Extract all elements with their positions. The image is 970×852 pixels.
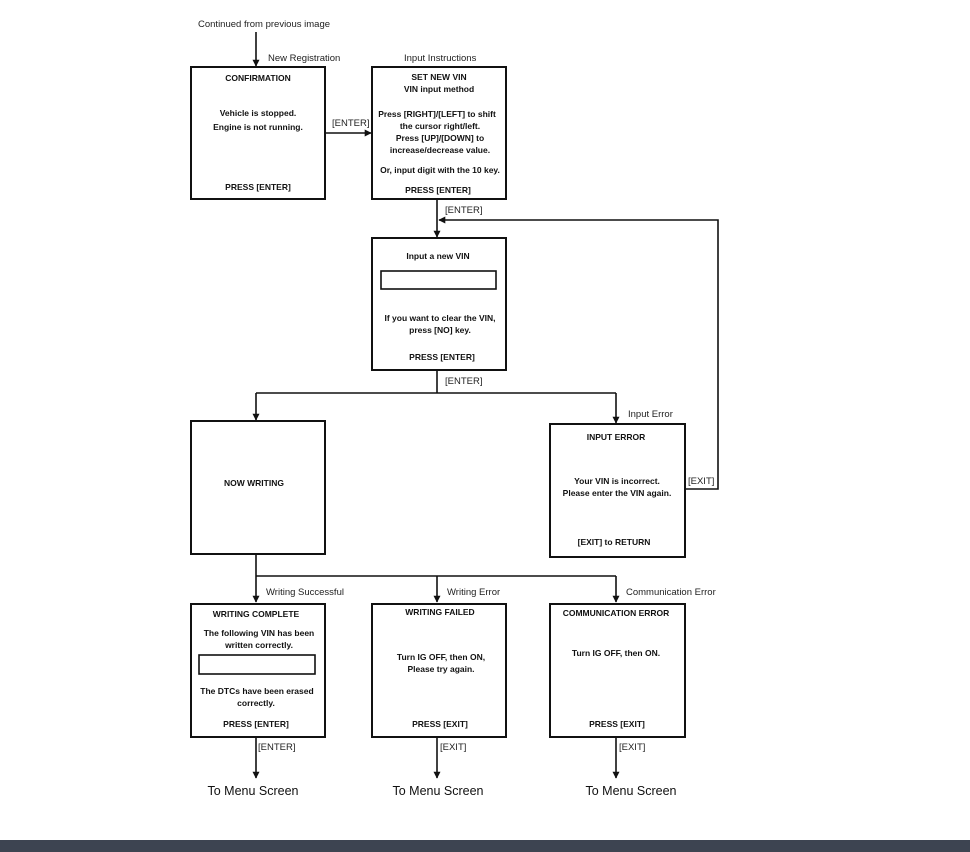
- input-error-line-1: Your VIN is incorrect.: [574, 476, 660, 486]
- confirmation-box: [190, 66, 326, 200]
- now-writing-title: NOW WRITING: [224, 478, 284, 488]
- screen-confirmation: CONFIRMATION Vehicle is stopped. Engine …: [190, 66, 326, 200]
- arrow-exit-loop-back: [438, 216, 719, 490]
- input-error-box: [549, 423, 686, 558]
- to-menu-screen-2: To Menu Screen: [392, 784, 483, 798]
- set-new-vin-line-3: Press [UP]/[DOWN] to: [396, 133, 484, 143]
- to-menu-screen-3: To Menu Screen: [585, 784, 676, 798]
- writing-complete-line-3: The DTCs have been erased: [200, 686, 313, 696]
- writing-complete-line-2: written correctly.: [224, 640, 293, 650]
- label-enter-bottom: [ENTER]: [258, 742, 295, 753]
- set-new-vin-line-5: Or, input digit with the 10 key.: [380, 165, 500, 175]
- communication-error-line-1: Turn IG OFF, then ON.: [572, 648, 660, 658]
- screen-input-error: INPUT ERROR Your VIN is incorrect. Pleas…: [549, 423, 686, 558]
- screen-writing-complete: WRITING COMPLETE The following VIN has b…: [190, 603, 326, 738]
- confirmation-line-2: Engine is not running.: [213, 122, 303, 132]
- writing-failed-line-1: Turn IG OFF, then ON,: [397, 652, 485, 662]
- set-new-vin-subtitle: VIN input method: [404, 84, 474, 94]
- writing-complete-line-1: The following VIN has been: [204, 628, 315, 638]
- bottom-bar: [0, 840, 970, 852]
- writing-complete-title: WRITING COMPLETE: [213, 609, 300, 619]
- label-enter-3: [ENTER]: [445, 376, 482, 387]
- input-vin-footer: PRESS [ENTER]: [409, 352, 475, 362]
- set-new-vin-title: SET NEW VIN: [411, 72, 466, 82]
- confirmation-footer: PRESS [ENTER]: [225, 182, 291, 192]
- label-enter-1: [ENTER]: [332, 118, 369, 129]
- writing-failed-footer: PRESS [EXIT]: [412, 719, 468, 729]
- label-input-instructions: Input Instructions: [404, 53, 477, 64]
- screen-writing-failed: WRITING FAILED Turn IG OFF, then ON, Ple…: [371, 603, 507, 738]
- set-new-vin-line-1: Press [RIGHT]/[LEFT] to shift: [378, 109, 496, 119]
- communication-error-box: [549, 603, 686, 738]
- label-exit-bottom-1: [EXIT]: [440, 742, 466, 753]
- communication-error-title: COMMUNICATION ERROR: [563, 608, 670, 618]
- writing-failed-box: [371, 603, 507, 738]
- input-vin-line-1: If you want to clear the VIN,: [385, 313, 496, 323]
- screen-communication-error: COMMUNICATION ERROR Turn IG OFF, then ON…: [549, 603, 686, 738]
- screen-now-writing: NOW WRITING: [190, 420, 326, 555]
- continued-note: Continued from previous image: [198, 19, 330, 30]
- connectors: [252, 32, 719, 779]
- input-vin-line-2: press [NO] key.: [409, 325, 471, 335]
- set-new-vin-box: [371, 66, 507, 200]
- writing-complete-line-4: correctly.: [237, 698, 275, 708]
- writing-failed-title: WRITING FAILED: [405, 607, 474, 617]
- writing-complete-footer: PRESS [ENTER]: [223, 719, 289, 729]
- flow-labels: Continued from previous image New Regist…: [198, 19, 716, 753]
- label-writing-error: Writing Error: [447, 587, 500, 598]
- confirmation-line-1: Vehicle is stopped.: [220, 108, 297, 118]
- label-new-registration: New Registration: [268, 53, 340, 64]
- to-menu-screen-1: To Menu Screen: [207, 784, 298, 798]
- vin-entry-field: [380, 270, 497, 290]
- label-exit-bottom-2: [EXIT]: [619, 742, 645, 753]
- written-vin-field: [198, 654, 316, 675]
- screen-input-new-vin: Input a new VIN If you want to clear the…: [371, 237, 507, 371]
- set-new-vin-footer: PRESS [ENTER]: [405, 185, 471, 195]
- set-new-vin-line-2: the cursor right/left.: [400, 121, 480, 131]
- input-error-footer: [EXIT] to RETURN: [578, 537, 651, 547]
- label-input-error: Input Error: [628, 409, 673, 420]
- label-communication-error: Communication Error: [626, 587, 716, 598]
- screen-set-new-vin: SET NEW VIN VIN input method Press [RIGH…: [371, 66, 507, 200]
- set-new-vin-line-4: increase/decrease value.: [390, 145, 490, 155]
- now-writing-box: [190, 420, 326, 555]
- input-vin-title: Input a new VIN: [406, 251, 469, 261]
- confirmation-title: CONFIRMATION: [225, 73, 290, 83]
- input-error-title: INPUT ERROR: [587, 432, 646, 442]
- label-enter-2: [ENTER]: [445, 205, 482, 216]
- destinations: To Menu Screen To Menu Screen To Menu Sc…: [207, 784, 676, 798]
- input-error-line-2: Please enter the VIN again.: [563, 488, 672, 498]
- label-writing-successful: Writing Successful: [266, 587, 344, 598]
- communication-error-footer: PRESS [EXIT]: [589, 719, 645, 729]
- writing-failed-line-2: Please try again.: [407, 664, 474, 674]
- input-vin-box: [371, 237, 507, 371]
- label-exit-loop: [EXIT]: [688, 476, 714, 487]
